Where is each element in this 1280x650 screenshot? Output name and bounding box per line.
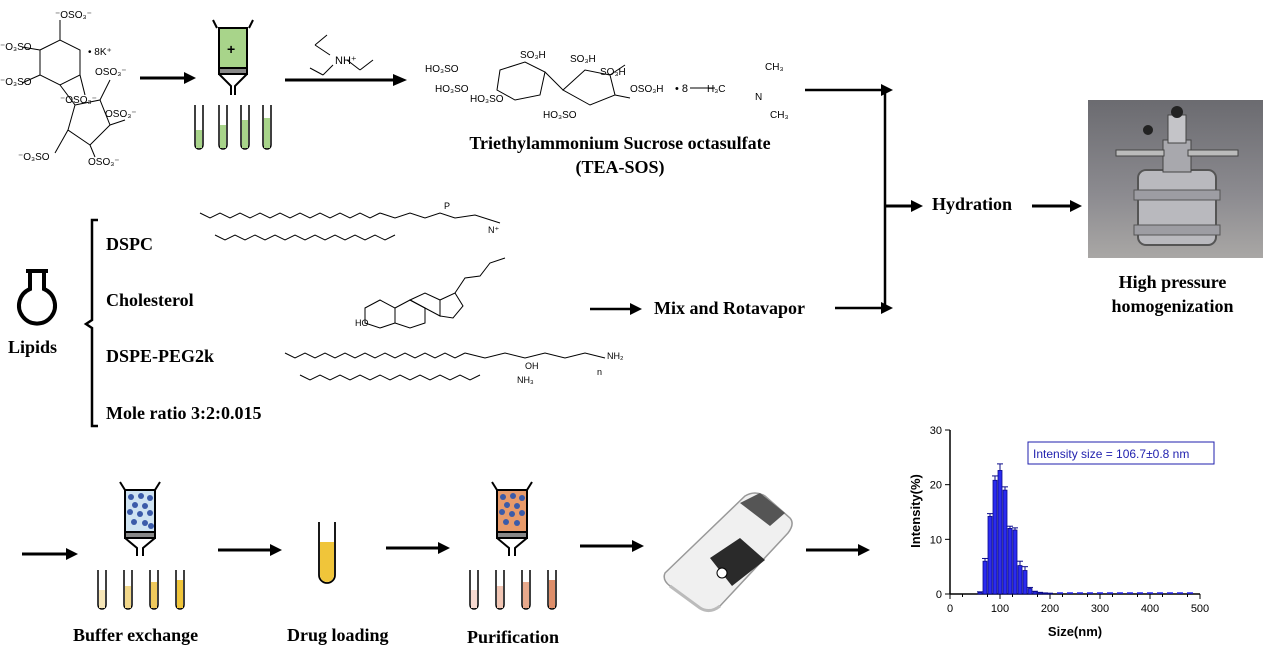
product-multiplier: • 8 xyxy=(675,83,688,95)
salt-counterion: • 8K⁺ xyxy=(88,47,112,58)
sulfate-group-5: HO₃SO xyxy=(435,84,469,95)
buffer-exchange-column xyxy=(97,481,185,610)
annotation-text: Intensity size = 106.7±0.8 nm xyxy=(1033,447,1189,461)
salt-group-1: ⁻OSO₃⁻ xyxy=(55,10,92,21)
lipid-bracket xyxy=(83,218,98,428)
histogram-bar xyxy=(1017,565,1023,595)
sulfate-group-4: SO₃H xyxy=(600,67,626,78)
y-tick-label: 20 xyxy=(930,480,942,492)
sulfate-group-1: HO₃SO xyxy=(425,64,459,75)
histogram-bar xyxy=(1012,529,1018,595)
drug-loading-label: Drug loading xyxy=(287,625,389,645)
purification-label: Purification xyxy=(467,627,559,647)
buffer-exchange-label: Buffer exchange xyxy=(73,625,199,645)
sulfate-group-7: OSO₃H xyxy=(630,84,664,95)
ion-exchange-column: + xyxy=(194,19,272,150)
svg-text:H₃C: H₃C xyxy=(707,84,726,95)
svg-text:P: P xyxy=(444,201,450,211)
arrow-to-drug-loading xyxy=(218,544,282,556)
mix-rotavapor-label: Mix and Rotavapor xyxy=(654,298,806,318)
tea-reagent-arrow: NH⁺ xyxy=(285,34,407,86)
svg-text:HO: HO xyxy=(355,318,369,328)
x-tick-label: 300 xyxy=(1091,603,1109,615)
homogenizer-image xyxy=(1088,100,1263,258)
histogram-bar xyxy=(987,515,993,595)
mole-ratio: Mole ratio 3:2:0.015 xyxy=(106,403,262,423)
svg-text:N: N xyxy=(755,92,762,103)
hph-label-line1: High pressure xyxy=(1118,272,1227,292)
sulfate-group-6: HO₃SO xyxy=(470,94,504,105)
histogram-bar xyxy=(1042,593,1048,595)
salt-group-5: OSO₃⁻ xyxy=(95,67,127,78)
merge-connector xyxy=(805,84,923,314)
arrow-to-mix xyxy=(590,303,642,315)
dspc-structure: P N⁺ xyxy=(199,201,501,241)
lipid-dspe-peg2k: DSPE-PEG2k xyxy=(106,346,215,366)
x-tick-label: 0 xyxy=(947,603,953,615)
arrow-to-purification xyxy=(386,542,450,554)
dls-instrument-image xyxy=(663,492,793,613)
histogram-bar xyxy=(997,470,1003,595)
x-tick-label: 200 xyxy=(1041,603,1059,615)
product-name-line2: (TEA-SOS) xyxy=(575,157,665,177)
y-tick-label: 30 xyxy=(930,425,942,437)
lipid-dspc: DSPC xyxy=(106,234,154,254)
tea-sos-structure: HO₃SO SO₃H SO₃H SO₃H HO₃SO HO₃SO OSO₃H H… xyxy=(425,50,789,121)
lipid-cholesterol: Cholesterol xyxy=(106,290,194,310)
histogram-bar xyxy=(1022,570,1028,595)
histogram-bar xyxy=(1037,592,1043,595)
histogram-bar xyxy=(992,479,998,595)
salt-group-7: OSO₃⁻ xyxy=(105,109,137,120)
svg-text:N⁺: N⁺ xyxy=(488,225,499,235)
sulfate-group-3: SO₃H xyxy=(570,54,596,65)
y-axis-title: Intensity(%) xyxy=(908,474,923,548)
purification-column xyxy=(469,481,557,610)
salt-group-8: OSO₃⁻ xyxy=(88,157,120,168)
salt-group-3: ⁻O₃SO xyxy=(0,77,32,88)
peg-label-2: NH₃ xyxy=(517,375,534,385)
arrow-to-homogenizer xyxy=(1032,200,1082,212)
peg-label-4: OH xyxy=(525,361,539,371)
drug-tube xyxy=(318,522,336,584)
histogram-bar xyxy=(977,591,983,595)
cholesterol-structure: HO xyxy=(355,257,506,329)
product-name: Triethylammonium Sucrose octasulfate (TE… xyxy=(440,133,800,178)
x-axis-title: Size(nm) xyxy=(1048,624,1102,639)
arrow-to-chart xyxy=(806,544,870,556)
y-tick-label: 10 xyxy=(930,534,942,546)
x-tick-label: 100 xyxy=(991,603,1009,615)
sulfate-group-2: SO₃H xyxy=(520,50,546,61)
sos-salt-structure: ⁻OSO₃⁻ ⁻O₃SO ⁻O₃SO ⁻OSO₃⁻ OSO₃⁻ ⁻O₃SO OS… xyxy=(0,10,137,168)
flask-icon xyxy=(17,269,57,326)
svg-text:CH₃: CH₃ xyxy=(770,110,789,121)
hydration-label: Hydration xyxy=(932,194,1013,214)
histogram-bar xyxy=(1027,588,1033,595)
histogram-bar xyxy=(1032,591,1038,595)
salt-group-4: ⁻OSO₃⁻ xyxy=(60,95,97,106)
hph-label-line2: homogenization xyxy=(1111,296,1234,316)
sulfate-group-8: HO₃SO xyxy=(543,110,577,121)
histogram-bar xyxy=(982,560,988,595)
svg-text:+: + xyxy=(227,41,235,57)
arrow-to-dls xyxy=(580,540,644,552)
size-distribution-chart: 0 100 200 300 400 500 0 10 20 30 Intensity size =… xyxy=(908,425,1215,639)
svg-text:CH₃: CH₃ xyxy=(765,62,784,73)
peg-label-3: n xyxy=(597,367,602,377)
peg-label-1: NH₂ xyxy=(607,351,624,361)
salt-group-2: ⁻O₃SO xyxy=(0,42,32,53)
histogram-bar xyxy=(1002,489,1008,595)
product-name-line1: Triethylammonium Sucrose octasulfate xyxy=(469,133,771,153)
annotation-box xyxy=(1027,441,1215,465)
tea-reagent-label: NH⁺ xyxy=(335,55,357,67)
x-tick-label: 500 xyxy=(1191,603,1209,615)
y-tick-label: 0 xyxy=(936,589,942,601)
dspe-peg-structure: NH₂ NH₃ n OH xyxy=(284,351,624,385)
arrow-to-column xyxy=(140,72,196,84)
x-tick-label: 400 xyxy=(1141,603,1159,615)
salt-group-6: ⁻O₃SO xyxy=(18,152,50,163)
hph-label: High pressure homogenization xyxy=(1090,272,1255,317)
arrow-to-buffer-exchange xyxy=(22,548,78,560)
histogram-bar xyxy=(1007,528,1013,595)
lipids-label: Lipids xyxy=(8,337,58,357)
